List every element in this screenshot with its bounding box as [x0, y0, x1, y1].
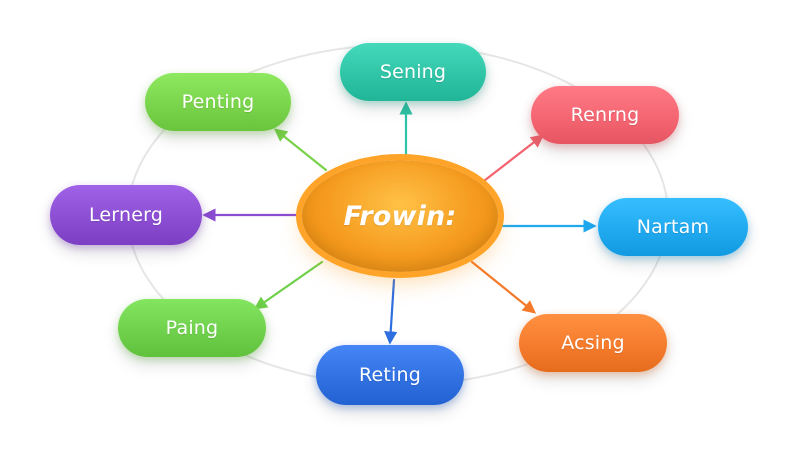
- node-penting[interactable]: Penting: [145, 73, 291, 131]
- node-penting-label: Penting: [181, 91, 255, 113]
- node-nartam[interactable]: Nartam: [598, 198, 748, 256]
- node-lernerg[interactable]: Lernerg: [50, 185, 202, 245]
- center-node[interactable]: Frowin:: [302, 160, 498, 272]
- arrow-to-acsing: [470, 260, 537, 314]
- arrow-to-penting: [273, 128, 328, 172]
- node-acsing[interactable]: Acsing: [519, 314, 667, 372]
- node-acsing-label: Acsing: [561, 332, 625, 354]
- node-renrng-label: Renrng: [570, 104, 640, 126]
- center-node-label: Frowin:: [343, 200, 457, 232]
- arrow-to-renrng: [478, 134, 545, 186]
- node-reting-label: Reting: [358, 364, 422, 386]
- node-renrng[interactable]: Renrng: [531, 86, 679, 144]
- node-reting[interactable]: Reting: [316, 345, 464, 405]
- node-paing-label: Paing: [165, 317, 219, 339]
- node-paing[interactable]: Paing: [118, 299, 266, 357]
- node-sening[interactable]: Sening: [340, 43, 486, 101]
- arrow-to-paing: [253, 260, 324, 310]
- node-sening-label: Sening: [379, 61, 447, 83]
- node-nartam-label: Nartam: [636, 216, 710, 238]
- node-lernerg-label: Lernerg: [88, 204, 164, 226]
- arrow-to-reting: [384, 278, 398, 345]
